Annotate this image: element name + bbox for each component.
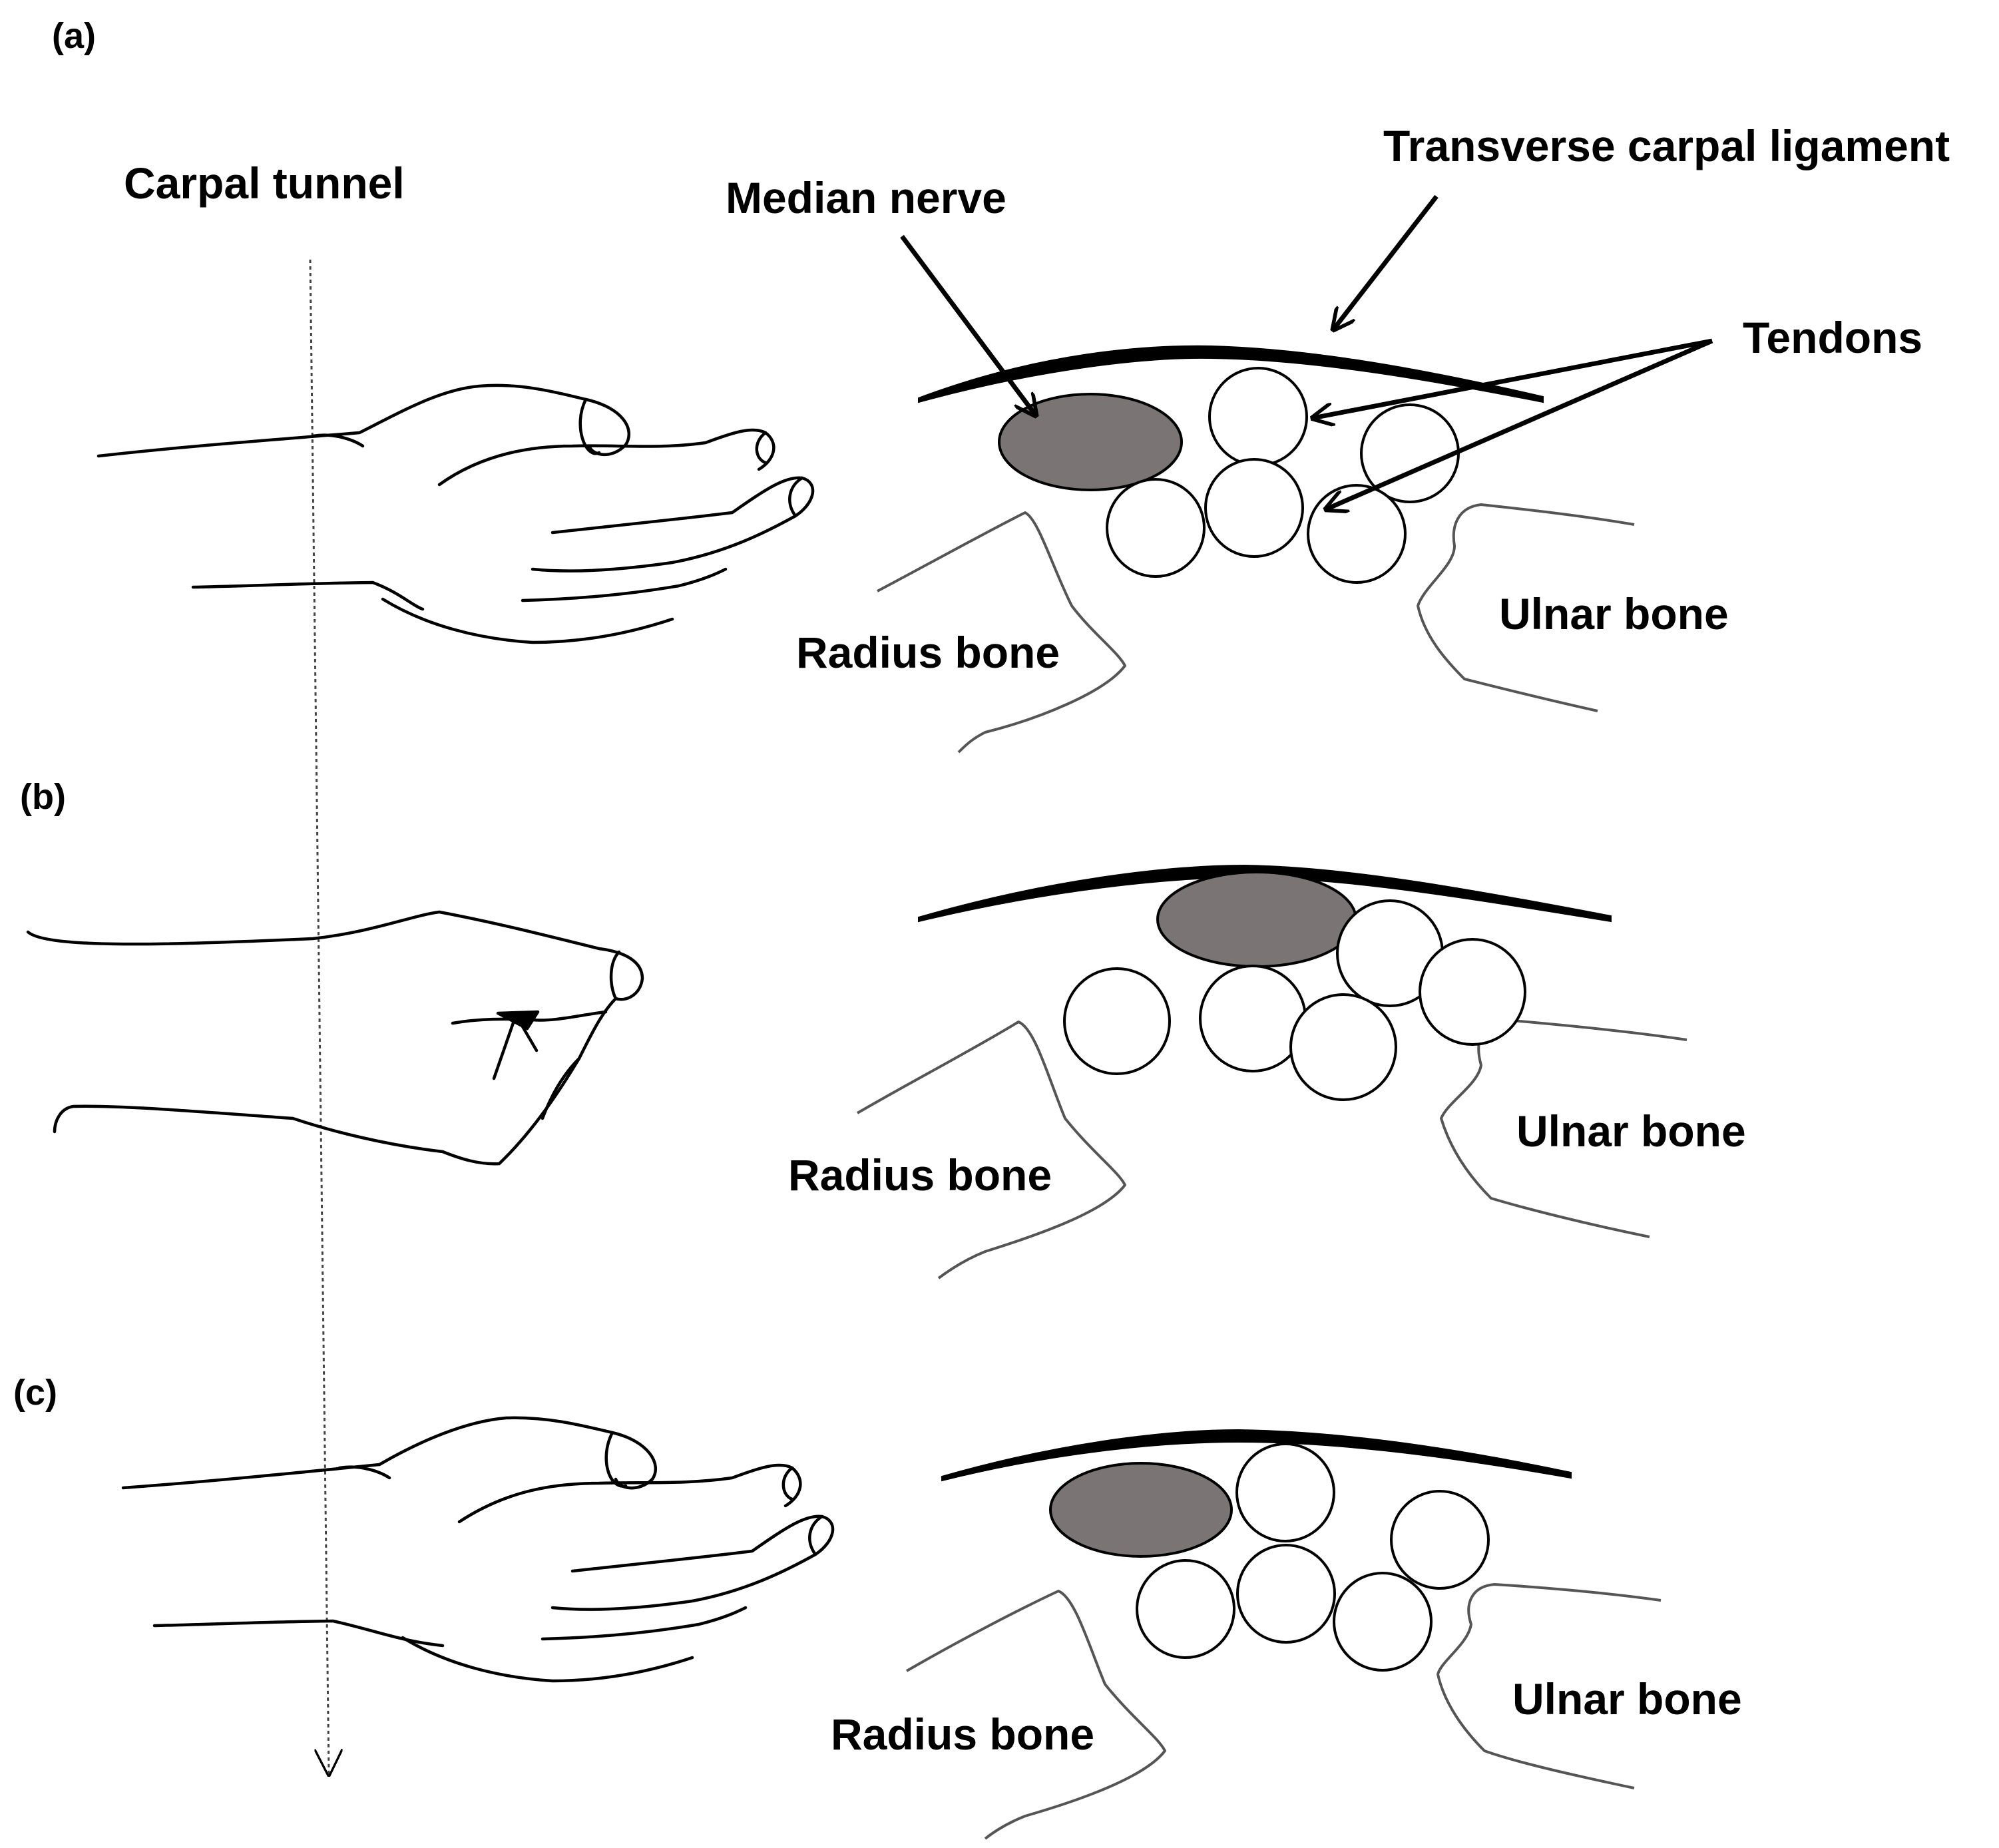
radius-bone-label-a: Radius bone bbox=[796, 628, 1060, 677]
radius-bone-a bbox=[877, 511, 1126, 754]
hand-c bbox=[121, 1416, 835, 1683]
median-nerve-arrow bbox=[900, 234, 1036, 415]
tendon-c-1 bbox=[1235, 1443, 1335, 1542]
ulnar-bone-c bbox=[1437, 1583, 1662, 1789]
panel-label-b: (b) bbox=[20, 777, 66, 817]
tendon-a-5 bbox=[1307, 484, 1407, 584]
transverse-carpal-ligament-b bbox=[918, 864, 1612, 923]
median-nerve-label: Median nerve bbox=[726, 173, 1006, 222]
hand-a bbox=[97, 383, 815, 644]
tendon-a-4 bbox=[1204, 458, 1304, 558]
median-nerve-a bbox=[998, 393, 1183, 491]
median-nerve-b bbox=[1156, 871, 1357, 968]
transverse-carpal-ligament-c bbox=[941, 1429, 1572, 1482]
ulnar-bone-label-c: Ulnar bone bbox=[1512, 1674, 1742, 1724]
tendons-arrow-2 bbox=[1326, 338, 1713, 509]
ulnar-bone-label-b: Ulnar bone bbox=[1516, 1106, 1746, 1156]
tendons-label: Tendons bbox=[1743, 313, 1922, 362]
radius-bone-label-c: Radius bone bbox=[831, 1710, 1094, 1759]
ligament-arrow bbox=[1333, 194, 1439, 330]
tendon-b-4 bbox=[1199, 965, 1307, 1072]
tendon-b-2 bbox=[1419, 938, 1526, 1046]
tendon-a-1 bbox=[1208, 367, 1308, 467]
hand-b bbox=[26, 910, 644, 1166]
radius-bone-b bbox=[856, 1021, 1126, 1279]
tendon-a-3 bbox=[1106, 478, 1206, 578]
ulnar-bone-b bbox=[1440, 1019, 1687, 1238]
transverse-carpal-ligament-a bbox=[918, 345, 1544, 403]
tendon-c-3 bbox=[1136, 1559, 1235, 1659]
carpal-tunnel-label: Carpal tunnel bbox=[124, 158, 405, 208]
tendon-c-5 bbox=[1333, 1572, 1433, 1672]
panel-label-c: (c) bbox=[13, 1373, 57, 1413]
tendon-b-5 bbox=[1289, 993, 1397, 1101]
carpal-tunnel-line bbox=[309, 259, 329, 1774]
median-nerve-c bbox=[1049, 1462, 1233, 1558]
tendon-c-4 bbox=[1236, 1544, 1336, 1644]
tendon-b-3 bbox=[1063, 967, 1171, 1075]
radius-bone-c bbox=[906, 1590, 1166, 1840]
ulnar-bone-a bbox=[1417, 503, 1635, 712]
radius-bone-label-b: Radius bone bbox=[788, 1150, 1052, 1200]
tendon-c-2 bbox=[1390, 1490, 1490, 1590]
transverse-carpal-ligament-label: Transverse carpal ligament bbox=[1383, 121, 1950, 170]
ulnar-bone-label-a: Ulnar bone bbox=[1499, 589, 1729, 638]
panel-label-a: (a) bbox=[52, 16, 96, 56]
tendons-arrow-1 bbox=[1313, 338, 1713, 418]
